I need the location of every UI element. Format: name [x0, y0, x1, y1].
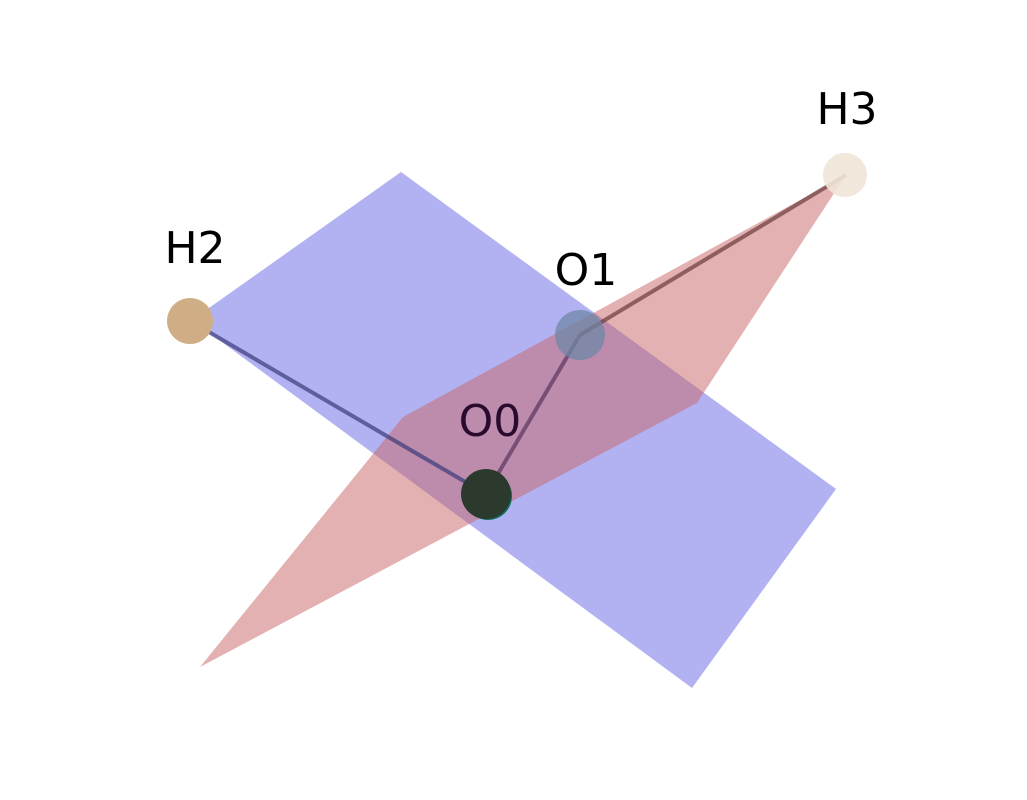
atom-label-h2: H2 — [164, 223, 225, 274]
atom-h2 — [167, 298, 213, 344]
bond-h2-o0 — [188, 319, 488, 496]
atom-h3 — [823, 153, 867, 197]
plane-red — [200, 175, 846, 667]
bond-o1-h3 — [578, 173, 848, 337]
atom-o1 — [555, 310, 605, 360]
atom-o0 — [461, 469, 511, 519]
atom-label-o1: O1 — [555, 245, 618, 296]
bond-o0-o1 — [484, 333, 582, 496]
atom-label-o0: O0 — [459, 396, 522, 447]
atom-label-h3: H3 — [816, 84, 877, 135]
